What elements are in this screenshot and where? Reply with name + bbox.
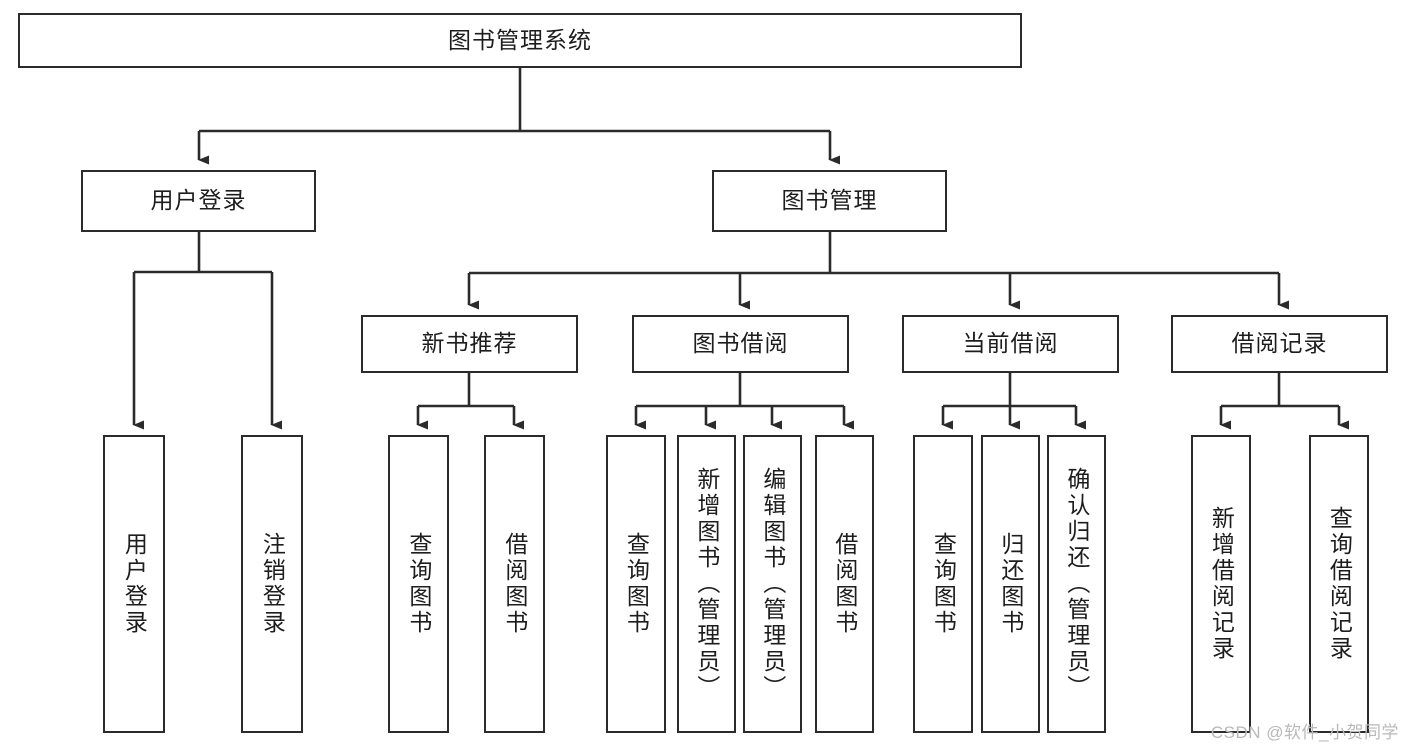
node-label: 用户登录 — [150, 187, 247, 214]
node-label: 查询图书 — [623, 532, 650, 636]
leaf-add-borrow-record[interactable]: 新增借阅记录 — [1191, 435, 1251, 733]
node-label: 新增图书（管理员） — [693, 467, 720, 701]
leaf-add-book-admin[interactable]: 新增图书（管理员） — [677, 435, 736, 733]
leaf-logout[interactable]: 注销登录 — [241, 435, 303, 733]
leaf-user-login[interactable]: 用户登录 — [103, 435, 165, 733]
leaf-edit-book-admin[interactable]: 编辑图书（管理员） — [743, 435, 802, 733]
leaf-return-book[interactable]: 归还图书 — [981, 435, 1040, 733]
node-label: 图书管理 — [781, 187, 878, 214]
leaf-query-book-recommend[interactable]: 查询图书 — [388, 435, 449, 733]
node-root-system[interactable]: 图书管理系统 — [18, 13, 1022, 68]
node-label: 借阅图书 — [501, 532, 528, 636]
node-label: 查询借阅记录 — [1326, 506, 1353, 662]
csdn-watermark: CSDN @软件_小贺同学 — [1210, 723, 1399, 742]
node-new-book-recommendation[interactable]: 新书推荐 — [361, 315, 578, 373]
node-label: 当前借阅 — [962, 330, 1059, 357]
node-book-borrow[interactable]: 图书借阅 — [632, 315, 849, 373]
node-label: 借阅图书 — [831, 532, 858, 636]
node-label: 图书管理系统 — [448, 26, 592, 53]
leaf-borrow-book-recommend[interactable]: 借阅图书 — [484, 435, 545, 733]
node-label: 归还图书 — [997, 532, 1024, 636]
node-label: 查询图书 — [405, 532, 432, 636]
leaf-confirm-return-admin[interactable]: 确认归还（管理员） — [1047, 435, 1106, 733]
node-current-borrow[interactable]: 当前借阅 — [902, 315, 1119, 373]
node-label: 注销登录 — [259, 532, 286, 636]
node-label: 查询图书 — [930, 532, 957, 636]
node-label: 用户登录 — [121, 532, 148, 636]
leaf-query-borrow-record[interactable]: 查询借阅记录 — [1309, 435, 1369, 733]
node-label: 编辑图书（管理员） — [759, 467, 786, 701]
node-label: 图书借阅 — [692, 330, 789, 357]
leaf-query-book-borrow[interactable]: 查询图书 — [606, 435, 666, 733]
node-user-login[interactable]: 用户登录 — [81, 170, 316, 232]
leaf-borrow-book[interactable]: 借阅图书 — [815, 435, 874, 733]
node-label: 新书推荐 — [421, 330, 518, 357]
node-label: 新增借阅记录 — [1208, 506, 1235, 662]
leaf-query-book-current[interactable]: 查询图书 — [913, 435, 973, 733]
node-label: 确认归还（管理员） — [1063, 467, 1090, 701]
node-book-management[interactable]: 图书管理 — [712, 170, 947, 232]
node-label: 借阅记录 — [1231, 330, 1328, 357]
node-borrow-records[interactable]: 借阅记录 — [1171, 315, 1388, 373]
